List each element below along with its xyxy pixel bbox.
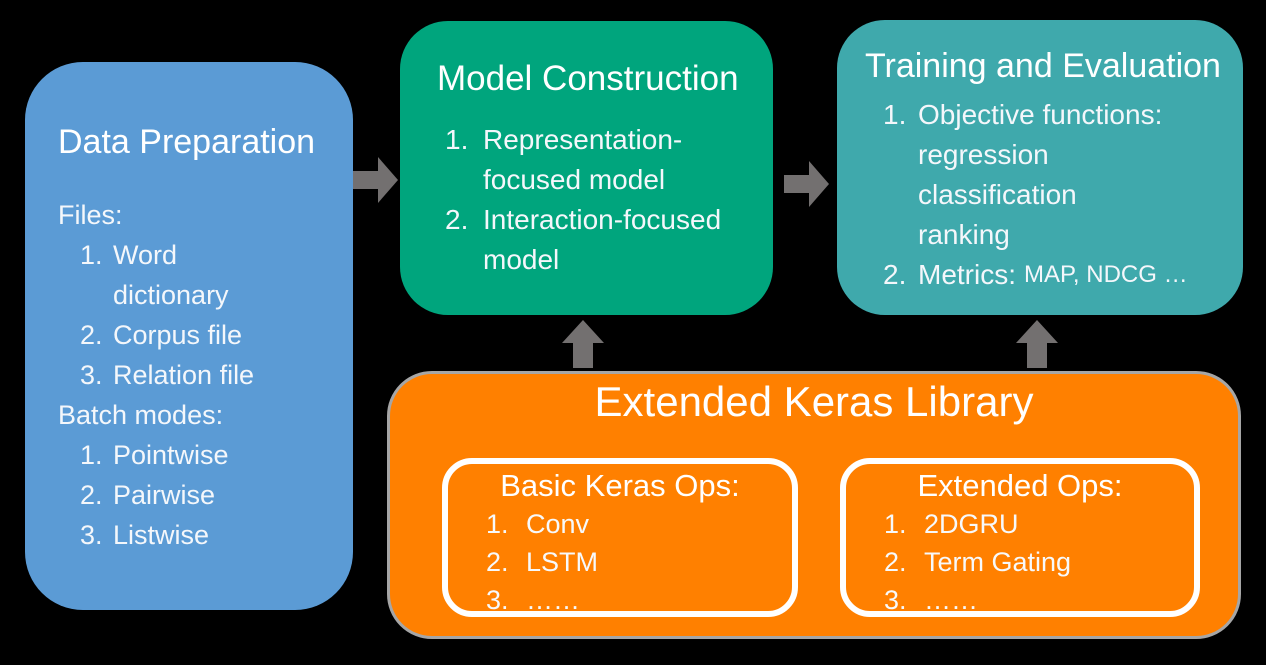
list-item: 1. Pointwise	[25, 435, 353, 475]
list-item: 1. Representation-	[400, 120, 773, 160]
label-text: Batch modes:	[58, 400, 224, 430]
extended-keras-library-title: Extended Keras Library	[594, 378, 1034, 425]
list-item: 2. LSTM	[448, 543, 792, 581]
list-item: 3. ……	[448, 581, 792, 619]
training-evaluation-box: Training and Evaluation 1. Objective func…	[837, 20, 1243, 315]
arrow-shape	[353, 157, 398, 203]
item-marker: 1.	[445, 124, 469, 155]
item-text: Pairwise	[113, 480, 216, 510]
list-item: 2. Corpus file	[25, 315, 353, 355]
data-preparation-list: Files: 1. Word dictionary 2. Corpus file 3…	[25, 195, 353, 555]
list-item: 3. Listwise	[25, 515, 353, 555]
item-text: dictionary	[113, 280, 229, 310]
item-text: Listwise	[113, 520, 210, 550]
list-item: 2. Term Gating	[846, 543, 1194, 581]
item-marker: 1.	[883, 99, 907, 130]
list-item-continuation: classification	[837, 175, 1243, 215]
list-item-continuation: regression	[837, 135, 1243, 175]
list-item-continuation: dictionary	[25, 275, 353, 315]
item-marker: 3.	[80, 360, 103, 390]
item-text: Conv	[526, 509, 590, 539]
item-text: 2DGRU	[924, 509, 1019, 539]
training-evaluation-list: 1. Objective functions: regression classi…	[837, 95, 1243, 295]
extended-keras-library-box: Extended Keras Library Basic Keras Ops: …	[387, 371, 1241, 639]
model-construction-title: Model Construction	[437, 59, 739, 98]
basic-keras-ops-title: Basic Keras Ops:	[500, 468, 740, 503]
item-text: model	[483, 244, 560, 275]
flow-arrow-right-icon	[353, 157, 398, 203]
item-text: Objective functions:	[918, 99, 1163, 130]
item-text: Relation file	[113, 360, 255, 390]
item-marker: 2.	[884, 547, 907, 577]
list-item: 1. Word	[25, 235, 353, 275]
metrics-detail-text: MAP, NDCG …	[1024, 261, 1188, 288]
arrow-shape	[1016, 320, 1058, 368]
data-preparation-title: Data Preparation	[58, 123, 316, 161]
item-marker: 2.	[80, 320, 103, 350]
list-label: Batch modes:	[25, 395, 353, 435]
list-item: 1. 2DGRU	[846, 505, 1194, 543]
list-item-continuation: model	[400, 240, 773, 280]
item-marker: 3.	[80, 520, 103, 550]
arrow-shape	[784, 161, 829, 207]
list-item: 3. ……	[846, 581, 1194, 619]
training-evaluation-title: Training and Evaluation	[865, 47, 1221, 85]
list-label: Files:	[25, 195, 353, 235]
extended-ops-title: Extended Ops:	[917, 468, 1123, 503]
item-text: ……	[526, 585, 580, 615]
flow-arrow-right-icon	[784, 161, 829, 207]
item-marker: 2.	[486, 547, 509, 577]
item-marker: 2.	[80, 480, 103, 510]
list-item: 2. Metrics: MAP, NDCG …	[837, 255, 1243, 295]
list-item: 3. Relation file	[25, 355, 353, 395]
item-marker: 1.	[80, 240, 103, 270]
arrow-shape	[562, 320, 604, 368]
model-construction-box: Model Construction 1. Representation- foc…	[400, 21, 773, 315]
item-marker: 1.	[80, 440, 103, 470]
item-marker: 2.	[883, 259, 907, 290]
item-marker: 1.	[486, 509, 509, 539]
list-item-continuation: ranking	[837, 215, 1243, 255]
label-text: Files:	[58, 200, 123, 230]
list-item: 1. Objective functions:	[837, 95, 1243, 135]
item-marker: 1.	[884, 509, 907, 539]
item-text: Metrics:	[918, 259, 1016, 290]
extended-ops-box: Extended Ops: 1. 2DGRU 2. Term Gating 3. ……	[840, 458, 1200, 617]
item-text: Word	[113, 240, 178, 270]
item-text: ……	[924, 585, 978, 615]
item-marker: 3.	[884, 585, 907, 615]
item-text: Pointwise	[113, 440, 229, 470]
item-marker: 2.	[445, 204, 469, 235]
list-item: 2. Interaction-focused	[400, 200, 773, 240]
extended-ops-list: 1. 2DGRU 2. Term Gating 3. ……	[846, 505, 1194, 619]
flow-arrow-up-icon	[562, 320, 604, 368]
item-text: Term Gating	[924, 547, 1072, 577]
list-item-continuation: focused model	[400, 160, 773, 200]
item-text: regression	[918, 139, 1049, 170]
item-marker: 3.	[486, 585, 509, 615]
item-text: classification	[918, 179, 1077, 210]
data-preparation-box: Data Preparation Files: 1. Word dictionar…	[25, 62, 353, 610]
list-item: 1. Conv	[448, 505, 792, 543]
item-text: Interaction-focused	[483, 204, 722, 235]
basic-keras-ops-list: 1. Conv 2. LSTM 3. ……	[448, 505, 792, 619]
list-item: 2. Pairwise	[25, 475, 353, 515]
flow-arrow-up-icon	[1016, 320, 1058, 368]
item-text: LSTM	[526, 547, 599, 577]
item-text: focused model	[483, 164, 666, 195]
model-construction-list: 1. Representation- focused model 2. Intera…	[400, 120, 773, 280]
item-text: Representation-	[483, 124, 683, 155]
item-text: ranking	[918, 219, 1010, 250]
item-text: Corpus file	[113, 320, 243, 350]
basic-keras-ops-box: Basic Keras Ops: 1. Conv 2. LSTM 3. ……	[442, 458, 798, 617]
